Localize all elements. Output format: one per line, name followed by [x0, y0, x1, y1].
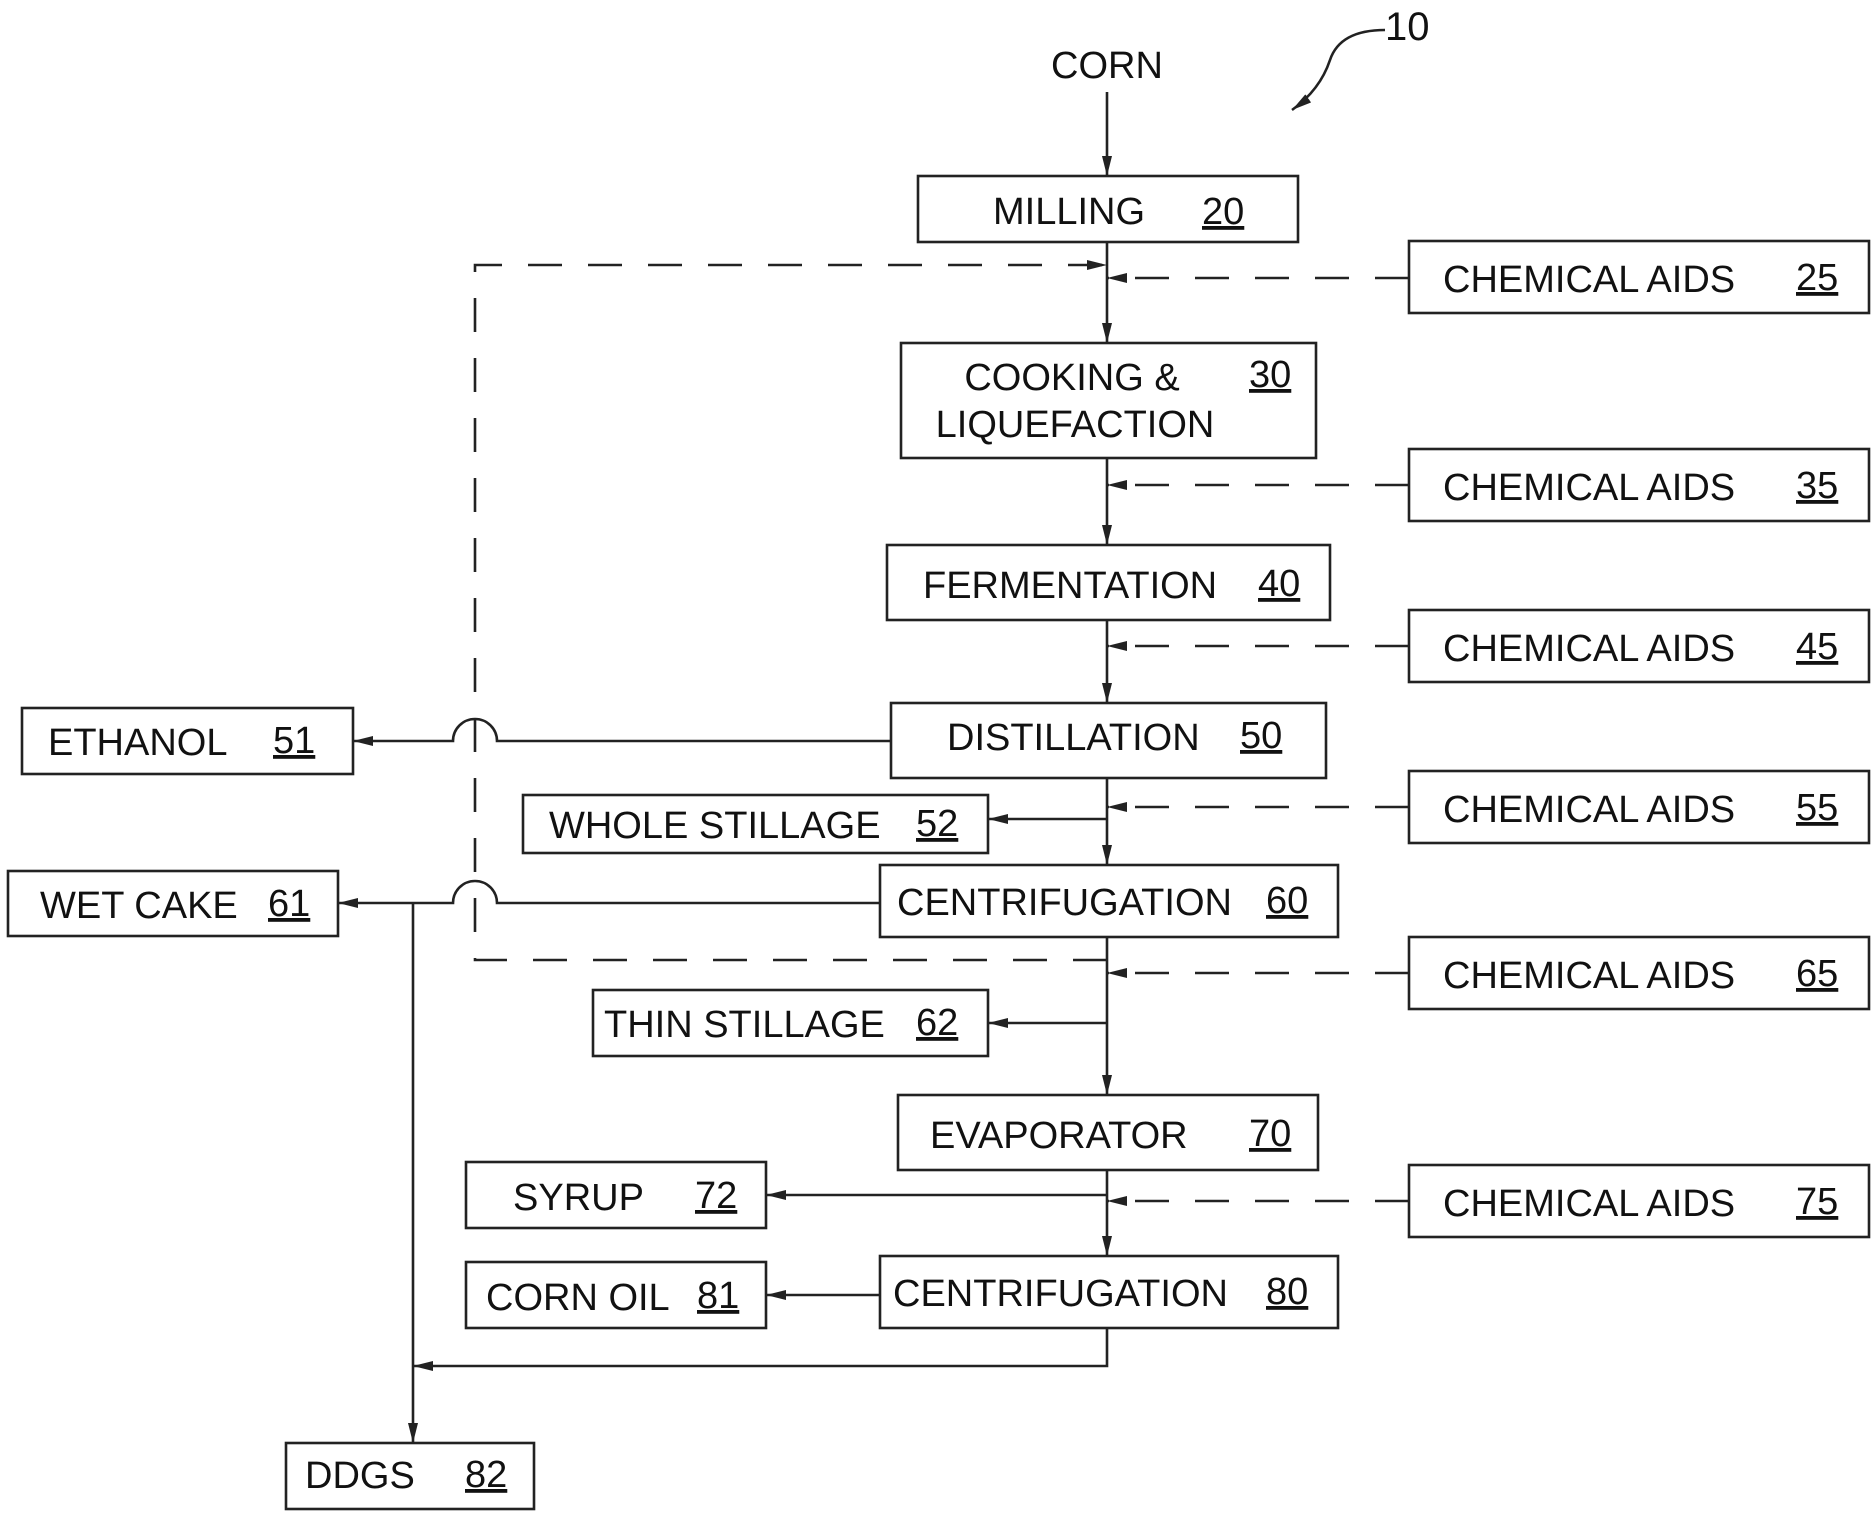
box-centrifugation-60-ref: 60 [1266, 880, 1308, 922]
box-centrifugation-60: CENTRIFUGATION 60 [880, 865, 1338, 937]
box-fermentation: FERMENTATION 40 [887, 545, 1330, 620]
box-thin-stillage-ref: 62 [916, 1002, 958, 1044]
figure-ref-arrow [1292, 30, 1385, 110]
box-fermentation-ref: 40 [1258, 563, 1300, 605]
box-corn-oil-label: CORN OIL [486, 1277, 670, 1319]
distillation-to-ethanol-arrow [353, 719, 891, 741]
box-chemical-aids-55: CHEMICAL AIDS 55 [1409, 771, 1869, 843]
box-whole-stillage-ref: 52 [916, 803, 958, 845]
box-distillation: DISTILLATION 50 [891, 703, 1326, 778]
box-ethanol: ETHANOL 51 [22, 708, 353, 774]
box-cooking-label-line1: COOKING & [964, 357, 1179, 399]
box-corn-oil: CORN OIL 81 [466, 1262, 766, 1328]
box-chemical-aids-65-ref: 65 [1796, 953, 1838, 995]
box-cooking-liquefaction: COOKING & LIQUEFACTION 30 [901, 343, 1316, 458]
box-milling: MILLING 20 [918, 176, 1298, 242]
box-thin-stillage: THIN STILLAGE 62 [593, 990, 988, 1056]
figure-ref-label: 10 [1385, 5, 1430, 49]
box-ddgs-ref: 82 [465, 1454, 507, 1496]
input-corn-label: CORN [1051, 45, 1163, 87]
box-chemical-aids-25-ref: 25 [1796, 257, 1838, 299]
box-centrifugation-80-ref: 80 [1266, 1271, 1308, 1313]
box-centrifugation-60-label: CENTRIFUGATION [897, 882, 1232, 924]
box-chemical-aids-75-ref: 75 [1796, 1181, 1838, 1223]
box-chemical-aids-75: CHEMICAL AIDS 75 [1409, 1165, 1869, 1237]
box-ethanol-ref: 51 [273, 720, 315, 762]
box-milling-ref: 20 [1202, 191, 1244, 233]
box-chemical-aids-45: CHEMICAL AIDS 45 [1409, 610, 1869, 682]
box-syrup: SYRUP 72 [466, 1162, 766, 1228]
box-distillation-label: DISTILLATION [947, 717, 1200, 759]
box-chemical-aids-35-label: CHEMICAL AIDS [1443, 467, 1735, 509]
box-syrup-ref: 72 [695, 1175, 737, 1217]
box-whole-stillage-label: WHOLE STILLAGE [549, 805, 881, 847]
box-chemical-aids-65: CHEMICAL AIDS 65 [1409, 937, 1869, 1009]
box-milling-label: MILLING [993, 191, 1145, 233]
box-cooking-label-line2: LIQUEFACTION [936, 404, 1215, 446]
box-chemical-aids-45-ref: 45 [1796, 626, 1838, 668]
centrifugation-to-wet-cake-arrow [338, 881, 880, 903]
box-evaporator: EVAPORATOR 70 [898, 1095, 1318, 1170]
box-cooking-ref: 30 [1249, 354, 1291, 396]
box-ddgs: DDGS 82 [286, 1443, 534, 1509]
box-chemical-aids-45-label: CHEMICAL AIDS [1443, 628, 1735, 670]
box-chemical-aids-55-ref: 55 [1796, 787, 1838, 829]
box-distillation-ref: 50 [1240, 715, 1282, 757]
box-chemical-aids-75-label: CHEMICAL AIDS [1443, 1183, 1735, 1225]
box-corn-oil-ref: 81 [697, 1275, 739, 1317]
box-evaporator-ref: 70 [1249, 1113, 1291, 1155]
box-wet-cake: WET CAKE 61 [8, 871, 338, 936]
box-whole-stillage: WHOLE STILLAGE 52 [523, 795, 988, 853]
box-chemical-aids-35-ref: 35 [1796, 465, 1838, 507]
box-ethanol-label: ETHANOL [48, 722, 227, 764]
box-chemical-aids-65-label: CHEMICAL AIDS [1443, 955, 1735, 997]
box-centrifugation-80: CENTRIFUGATION 80 [880, 1256, 1338, 1328]
box-centrifugation-80-label: CENTRIFUGATION [893, 1273, 1228, 1315]
box-chemical-aids-55-label: CHEMICAL AIDS [1443, 789, 1735, 831]
box-syrup-label: SYRUP [513, 1177, 644, 1219]
box-fermentation-label: FERMENTATION [923, 565, 1217, 607]
box-wet-cake-label: WET CAKE [40, 885, 238, 927]
box-chemical-aids-25-label: CHEMICAL AIDS [1443, 259, 1735, 301]
box-thin-stillage-label: THIN STILLAGE [604, 1004, 885, 1046]
box-chemical-aids-35: CHEMICAL AIDS 35 [1409, 449, 1869, 521]
box-chemical-aids-25: CHEMICAL AIDS 25 [1409, 241, 1869, 313]
box-evaporator-label: EVAPORATOR [930, 1115, 1188, 1157]
box-wet-cake-ref: 61 [268, 883, 310, 925]
box-ddgs-label: DDGS [305, 1455, 415, 1497]
centrifugation80-to-ddgs-line [413, 1328, 1107, 1366]
